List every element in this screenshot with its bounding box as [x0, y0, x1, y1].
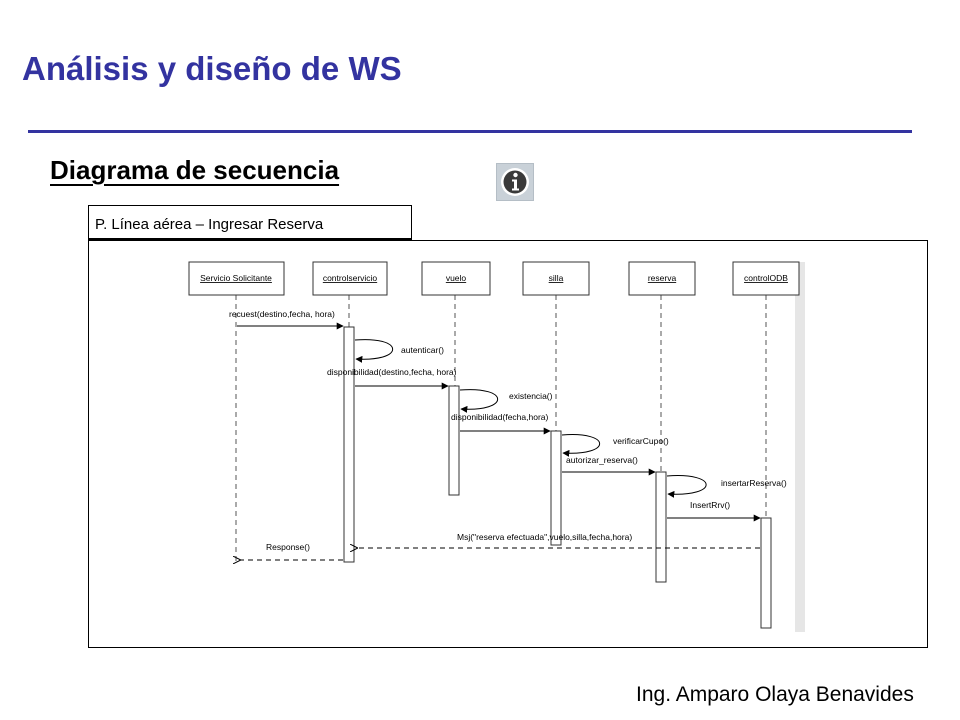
- lifeline-head-vuelo: [421, 261, 491, 296]
- lifeline-head-controlodb: [732, 261, 800, 296]
- message-label-insertrrv: InsertRrv(): [690, 500, 730, 510]
- message-label-msj: Msj("reserva efectuada",vuelo,silla,fech…: [457, 532, 632, 542]
- message-arrow-insertarreserva: [666, 475, 707, 498]
- activation-vuelo: [448, 385, 460, 496]
- message-label-existencia: existencia(): [509, 391, 553, 401]
- lifeline-label-controlservicio: controlservicio: [323, 273, 378, 283]
- message-label-disponibilidad-1: disponibilidad(destino,fecha, hora): [327, 367, 457, 377]
- title-divider: [28, 130, 912, 133]
- lifeline-label-reserva: reserva: [648, 273, 677, 283]
- diagram-frame-label: P. Línea aérea – Ingresar Reserva: [95, 216, 324, 233]
- info-icon: [501, 168, 529, 196]
- lifeline-label-silla: silla: [549, 273, 564, 283]
- info-button[interactable]: [496, 163, 534, 201]
- message-label-autorizar-reserva: autorizar_reserva(): [566, 455, 638, 465]
- lifeline-label-controlodb: controlODB: [744, 273, 788, 283]
- slide-footer-author: Ing. Amparo Olaya Benavides: [636, 683, 914, 706]
- message-arrow-autenticar: [354, 339, 394, 363]
- message-label-disponibilidad-2: disponibilidad(fecha,hora): [451, 412, 549, 422]
- slide-title: Análisis y diseño de WS: [22, 50, 402, 87]
- activation-silla: [550, 430, 562, 546]
- image-scroll-strip: [795, 262, 805, 632]
- lifeline-head-servicio-solicitante: [188, 261, 285, 296]
- lifeline-head-reserva: [628, 261, 696, 296]
- activation-controlodb: [760, 517, 772, 629]
- message-label-insertarreserva: insertarReserva(): [721, 478, 787, 488]
- message-label-autenticar: autenticar(): [401, 345, 444, 355]
- message-label-recuest: recuest(destino,fecha, hora): [229, 309, 335, 319]
- message-label-response: Response(): [266, 542, 310, 552]
- message-label-verificarcupo: verificarCupo(): [613, 436, 669, 446]
- lifeline-label-servicio-solicitante: Servicio Solicitante: [200, 273, 272, 283]
- sequence-diagram-frame: [88, 240, 928, 648]
- activation-reserva: [655, 471, 667, 583]
- lifeline-head-controlservicio: [312, 261, 388, 296]
- message-arrow-existencia: [459, 389, 499, 413]
- slide-subtitle: Diagrama de secuencia: [50, 155, 340, 185]
- diagram-frame-tab: P. Línea aérea – Ingresar Reserva: [88, 205, 412, 240]
- message-arrow-verificarcupo: [561, 434, 601, 457]
- lifeline-label-vuelo: vuelo: [446, 273, 467, 283]
- activation-controlservicio: [343, 326, 355, 563]
- lifeline-head-silla: [522, 261, 590, 296]
